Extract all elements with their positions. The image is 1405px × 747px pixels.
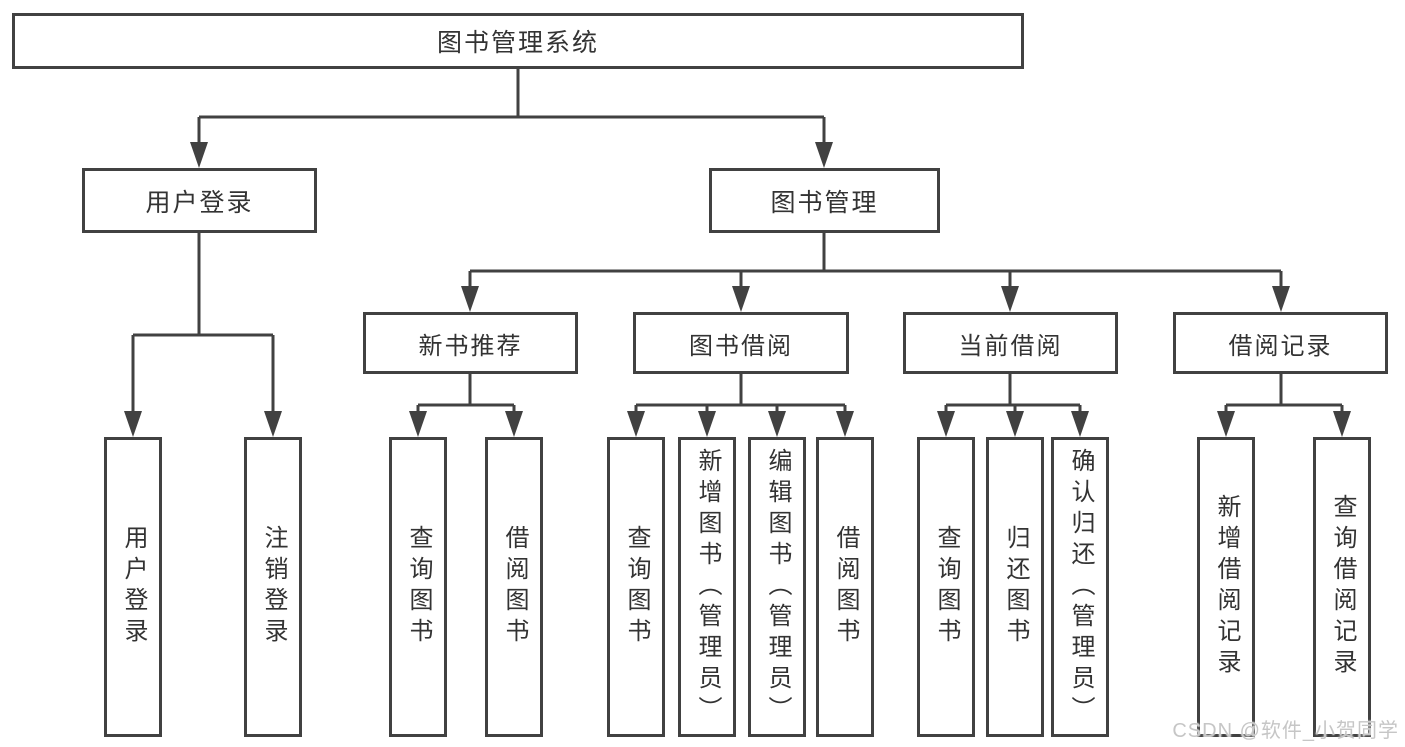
leaf-label: 新增借阅记录 [1213,494,1240,680]
leaf-label: 编辑图书（管理员） [764,447,791,727]
leaf-query-borrow-record: 查询借阅记录 [1313,437,1371,737]
csdn-watermark: CSDN @软件_小贺同学 [1172,720,1399,742]
node-label: 图书借阅 [689,332,793,360]
leaf-label: 查询图书 [623,525,650,649]
leaf-return-book: 归还图书 [986,437,1044,737]
leaf-label: 查询图书 [933,525,960,649]
leaf-label: 用户登录 [120,525,147,649]
leaf-label: 查询图书 [405,525,432,649]
connector-current-borrow-children [937,374,1089,437]
node-current-borrow: 当前借阅 [903,312,1118,374]
connector-book-management-children [461,233,1290,312]
leaf-add-book-admin: 新增图书（管理员） [678,437,736,737]
leaf-query-books-borrow: 查询图书 [607,437,665,737]
leaf-logout: 注销登录 [244,437,302,737]
node-new-book-recommend: 新书推荐 [363,312,578,374]
leaf-label: 新增图书（管理员） [694,447,721,727]
leaf-label: 查询借阅记录 [1329,494,1356,680]
leaf-label: 归还图书 [1002,525,1029,649]
leaf-borrow-books-recommend: 借阅图书 [485,437,543,737]
connector-root-to-level2 [190,69,833,168]
leaf-label: 借阅图书 [501,525,528,649]
leaf-confirm-return-admin: 确认归还（管理员） [1051,437,1109,737]
node-root-system: 图书管理系统 [12,13,1024,69]
leaf-label: 借阅图书 [832,525,859,649]
leaf-label: 确认归还（管理员） [1067,447,1094,727]
connector-new-book-children [409,374,523,437]
node-label: 新书推荐 [418,332,523,360]
leaf-borrow-books: 借阅图书 [816,437,874,737]
leaf-label: 注销登录 [260,525,287,649]
leaf-user-login: 用户登录 [104,437,162,737]
node-label: 用户登录 [145,188,254,217]
leaf-query-books-recommend: 查询图书 [389,437,447,737]
node-label: 当前借阅 [958,332,1063,360]
node-borrow-records: 借阅记录 [1173,312,1388,374]
leaf-edit-book-admin: 编辑图书（管理员） [748,437,806,737]
node-book-management: 图书管理 [709,168,940,233]
leaf-add-borrow-record: 新增借阅记录 [1197,437,1255,737]
connector-book-borrow-children [627,374,854,437]
node-label: 图书管理 [770,188,879,217]
node-book-borrow: 图书借阅 [633,312,849,374]
connector-borrow-record-children [1217,374,1351,437]
node-user-login: 用户登录 [82,168,317,233]
node-label: 借阅记录 [1228,332,1333,360]
node-root-label: 图书管理系统 [436,29,599,57]
connector-user-login-children [124,233,282,437]
leaf-query-books-current: 查询图书 [917,437,975,737]
